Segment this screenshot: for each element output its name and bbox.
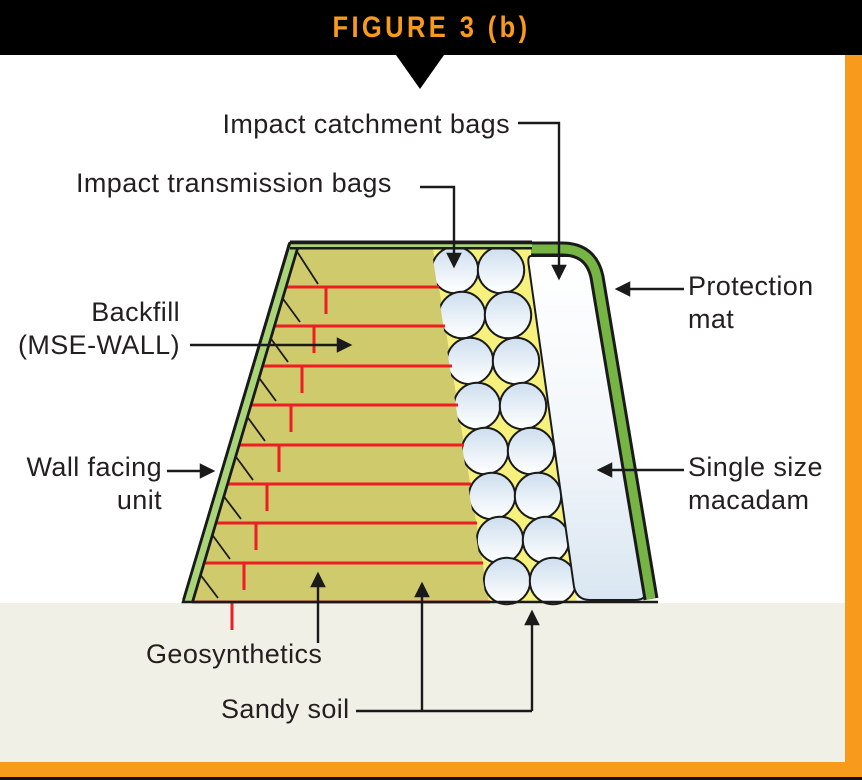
label-protection-line2: mat: [688, 304, 735, 334]
label-wall-facing-line2: unit: [116, 485, 162, 515]
bottom-edge-bar: [0, 777, 862, 780]
label-wall-facing-line1: Wall facing: [26, 452, 162, 482]
label-single-size-macadam: Single size macadam: [688, 451, 823, 517]
label-protection-mat: Protection mat: [688, 270, 814, 336]
right-accent-bar: [845, 55, 862, 780]
figure-title: FIGURE 3 (b): [331, 10, 531, 44]
label-geosynthetics: Geosynthetics: [146, 639, 323, 669]
backfill-region: [183, 243, 491, 603]
label-backfill-line2: (MSE-WALL): [17, 330, 180, 360]
label-backfill-line1: Backfill: [91, 297, 180, 327]
label-impact-catchment-bags: Impact catchment bags: [222, 109, 510, 139]
label-impact-transmission-bags: Impact transmission bags: [76, 168, 392, 198]
impact-transmission-bags: [430, 245, 578, 606]
figure-header: FIGURE 3 (b): [0, 0, 862, 55]
header-pointer-icon: [396, 55, 444, 89]
arrow-impact-catchment: [518, 121, 567, 281]
bottom-accent-bar: [0, 762, 862, 780]
label-wall-facing-unit: Wall facing unit: [27, 451, 162, 517]
protection-mat-band: [531, 241, 659, 601]
label-macadam-line2: macadam: [688, 485, 810, 515]
label-macadam-line1: Single size: [688, 452, 823, 482]
leader-lines: [167, 121, 684, 713]
label-protection-line1: Protection: [688, 271, 814, 301]
ground-area: [0, 603, 862, 762]
wall-facing-band: [182, 240, 532, 603]
label-sandy-soil: Sandy soil: [221, 694, 350, 724]
arrow-impact-transmission: [420, 185, 462, 269]
embankment-outline: [181, 241, 658, 604]
label-backfill: Backfill (MSE-WALL): [18, 296, 180, 362]
